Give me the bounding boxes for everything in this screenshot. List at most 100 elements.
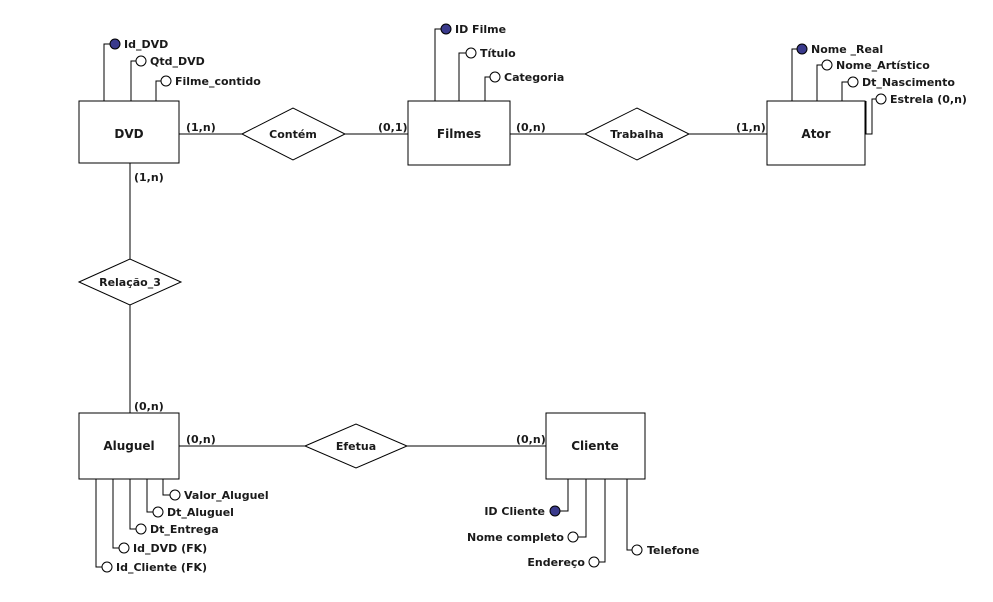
filmes-attributes: ID Filme Título Categoria — [434, 23, 564, 101]
entity-filmes[interactable]: Filmes — [407, 100, 511, 166]
entity-box — [766, 100, 866, 166]
attr-marker — [875, 93, 887, 105]
attr-key-marker — [440, 23, 452, 35]
attr-line-nome-real — [791, 48, 797, 101]
attr-label-qtd-dvd: Qtd_DVD — [150, 55, 205, 68]
entity-label-ator: Ator — [801, 127, 830, 141]
attr-key-marker — [796, 43, 808, 55]
attr-marker — [489, 71, 501, 83]
attr-marker — [847, 76, 859, 88]
attr-marker — [118, 542, 130, 554]
attr-line-id-cliente-fk — [95, 479, 102, 568]
entity-label-filmes: Filmes — [437, 127, 481, 141]
attr-line-valor-aluguel — [162, 479, 170, 496]
entity-label-aluguel: Aluguel — [103, 439, 154, 453]
ator-attributes: Nome _Real Nome_Artístico Dt_Nascimento … — [791, 43, 967, 135]
attr-label-filme-contido: Filme_contido — [175, 75, 261, 88]
attr-line-nome-artistico — [816, 64, 822, 101]
relationship-label-trabalha: Trabalha — [610, 128, 663, 141]
attr-marker — [135, 523, 147, 535]
attr-line-dt-entrega — [129, 479, 136, 530]
entity-box — [545, 412, 646, 480]
entity-cliente[interactable]: Cliente — [545, 412, 646, 480]
attr-marker — [160, 75, 172, 87]
attr-label-nome-completo: Nome completo — [467, 531, 564, 544]
cardinality-filmes-contem: (0,1) — [378, 121, 408, 134]
attr-label-id-cliente: ID Cliente — [484, 505, 545, 518]
attr-label-endereco: Endereço — [527, 556, 585, 569]
attr-marker — [588, 556, 600, 568]
attr-label-nome-real: Nome _Real — [811, 43, 883, 56]
entity-ator[interactable]: Ator — [766, 100, 866, 166]
attr-line-categoria — [484, 76, 490, 101]
attr-line-id-cliente — [560, 479, 569, 512]
attr-line-id-filme — [434, 28, 441, 101]
attr-key-marker — [549, 505, 561, 517]
aluguel-attributes: Valor_Aluguel Dt_Aluguel Dt_Entrega Id_D… — [95, 479, 269, 574]
attr-label-telefone: Telefone — [647, 544, 699, 557]
attr-marker — [169, 489, 181, 501]
attr-label-id-filme: ID Filme — [455, 23, 506, 36]
attr-line-titulo — [458, 52, 466, 101]
attr-label-dt-nascimento: Dt_Nascimento — [862, 76, 955, 89]
attr-line-estrela — [865, 98, 876, 135]
attr-marker — [631, 544, 643, 556]
attr-marker — [135, 55, 147, 67]
relationship-trabalha[interactable]: Trabalha — [583, 107, 691, 161]
attr-line-dt-aluguel — [146, 479, 153, 513]
relationship-diamond — [240, 107, 347, 161]
attr-marker — [101, 561, 113, 573]
relationship-diamond — [77, 258, 183, 306]
attr-line-endereco — [599, 479, 606, 563]
entity-box — [407, 100, 511, 166]
cardinality-dvd-relacao: (1,n) — [134, 171, 164, 184]
attr-line-telefone — [626, 479, 632, 551]
entity-box — [78, 100, 180, 164]
attr-marker — [567, 531, 579, 543]
entity-label-cliente: Cliente — [571, 439, 619, 453]
attr-label-nome-artistico: Nome_Artístico — [836, 59, 930, 72]
attr-label-categoria: Categoria — [504, 71, 564, 84]
cardinality-ator-trabalha: (1,n) — [736, 121, 766, 134]
cardinality-dvd-contem: (1,n) — [186, 121, 216, 134]
attr-label-valor-aluguel: Valor_Aluguel — [184, 489, 269, 502]
attr-line-id-dvd-fk — [112, 479, 119, 549]
dvd-attributes: Id_DVD Qtd_DVD Filme_contido — [103, 38, 261, 101]
cardinality-cliente-efetua: (0,n) — [516, 433, 546, 446]
entity-dvd[interactable]: DVD — [78, 100, 180, 164]
attr-line-dt-nascimento — [841, 81, 848, 101]
cliente-attributes: ID Cliente Nome completo Endereço Telefo… — [467, 479, 699, 569]
attr-label-id-cliente-fk: Id_Cliente (FK) — [116, 561, 207, 574]
relationship-label-efetua: Efetua — [336, 440, 376, 453]
attr-label-dt-aluguel: Dt_Aluguel — [167, 506, 234, 519]
relationship-efetua[interactable]: Efetua — [303, 423, 409, 469]
connector-lines — [129, 133, 767, 447]
entity-label-dvd: DVD — [114, 127, 143, 141]
relationship-diamond — [303, 423, 409, 469]
attr-line-filme-contido — [155, 80, 161, 101]
attr-label-id-dvd-fk: Id_DVD (FK) — [133, 542, 207, 555]
attr-line-id-dvd — [103, 43, 110, 101]
attr-line-nome-completo — [578, 479, 587, 538]
attr-label-titulo: Título — [480, 47, 516, 60]
relationship-diamond — [583, 107, 691, 161]
relationship-label-contem: Contém — [269, 128, 317, 141]
attr-label-id-dvd: Id_DVD — [124, 38, 168, 51]
cardinality-aluguel-efetua: (0,n) — [186, 433, 216, 446]
relationship-label-relacao-3: Relação_3 — [99, 276, 161, 289]
cardinality-labels: (1,n) (0,1) (0,n) (1,n) (1,n) (0,n) (0,n… — [134, 121, 766, 446]
relationship-relacao-3[interactable]: Relação_3 — [77, 258, 183, 306]
entity-aluguel[interactable]: Aluguel — [78, 412, 180, 480]
attr-label-dt-entrega: Dt_Entrega — [150, 523, 219, 536]
attr-line-qtd-dvd — [130, 60, 136, 101]
entity-box — [78, 412, 180, 480]
attr-marker — [465, 47, 477, 59]
relationship-contem[interactable]: Contém — [240, 107, 347, 161]
attr-key-marker — [109, 38, 121, 50]
cardinality-aluguel-relacao: (0,n) — [134, 400, 164, 413]
attr-label-estrela: Estrela (0,n) — [890, 93, 967, 106]
cardinality-filmes-trabalha: (0,n) — [516, 121, 546, 134]
attr-marker — [152, 506, 164, 518]
attr-marker — [821, 59, 833, 71]
